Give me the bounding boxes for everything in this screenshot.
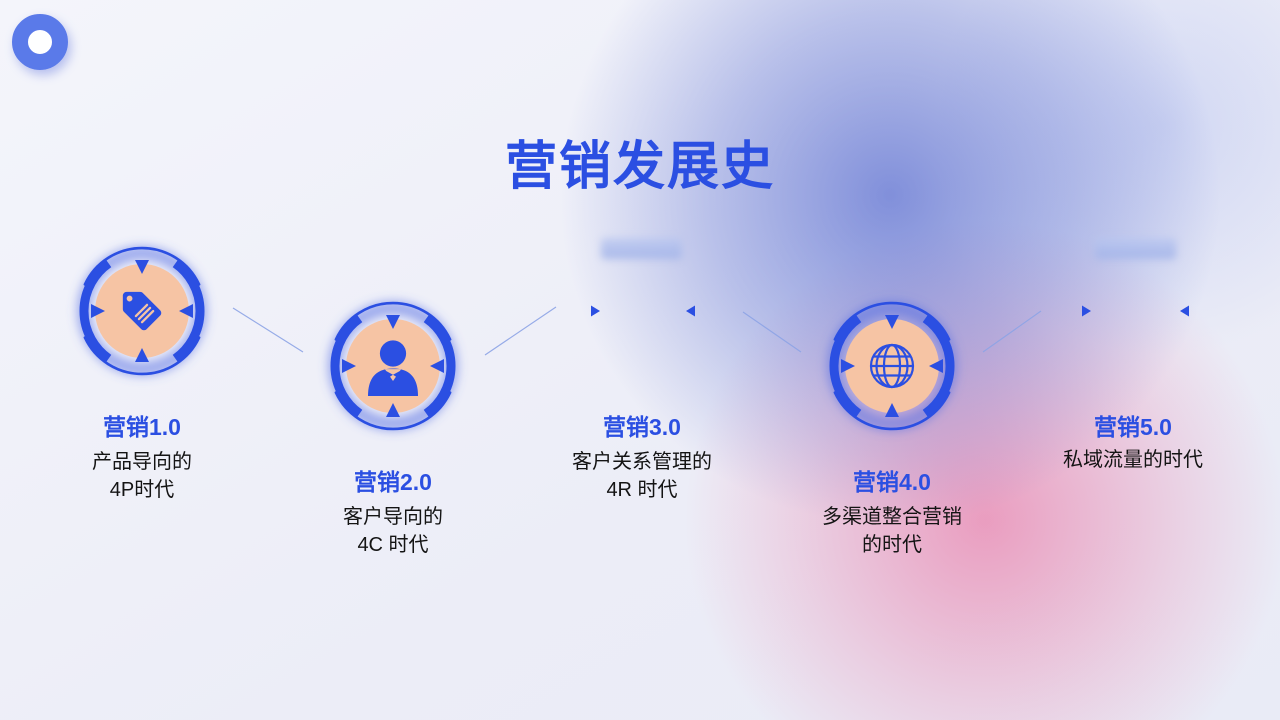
- node-heading-4: 营销4.0: [853, 469, 931, 495]
- slide-title: 营销发展史: [504, 138, 775, 196]
- node-desc-4: 多渠道整合营销 的时代: [822, 506, 962, 556]
- node-heading-3: 营销3.0: [603, 414, 681, 440]
- arrow-left-icon: [1180, 305, 1189, 317]
- arrow-triangles: [591, 305, 1189, 317]
- thin-arc-ring: [83, 246, 201, 376]
- thick-arc-ring: [79, 259, 205, 363]
- arrow-right-icon: [1082, 305, 1091, 317]
- globe-icon: [869, 343, 915, 389]
- ring-logo-icon: [12, 14, 68, 70]
- blurred-placeholder-node-3: [601, 238, 682, 259]
- node-heading-2: 营销2.0: [354, 469, 432, 495]
- arrow-left-icon: [686, 305, 695, 317]
- thin-arc-ring: [833, 301, 951, 431]
- connector-lines: [232, 306, 1042, 356]
- tag-icon: [122, 291, 162, 331]
- marketing-node-circle-4: [827, 301, 957, 431]
- node-desc-1: 产品导向的 4P时代: [92, 451, 192, 501]
- node-desc-5: 私域流量的时代: [1063, 449, 1203, 471]
- marketing-node-circle-2: [328, 301, 458, 431]
- arrow-right-icon: [591, 305, 600, 317]
- blurred-placeholder-node-5: [1095, 238, 1176, 259]
- node-heading-5: 营销5.0: [1094, 414, 1172, 440]
- node-desc-2: 客户导向的 4C 时代: [343, 506, 443, 556]
- thick-arc-ring: [829, 314, 955, 418]
- node-heading-1: 营销1.0: [103, 414, 181, 440]
- node-desc-3: 客户关系管理的 4R 时代: [572, 451, 712, 501]
- thick-arc-ring: [330, 314, 456, 418]
- marketing-node-circle-1: [77, 246, 207, 376]
- person-icon: [368, 340, 418, 396]
- thin-arc-ring: [334, 301, 452, 431]
